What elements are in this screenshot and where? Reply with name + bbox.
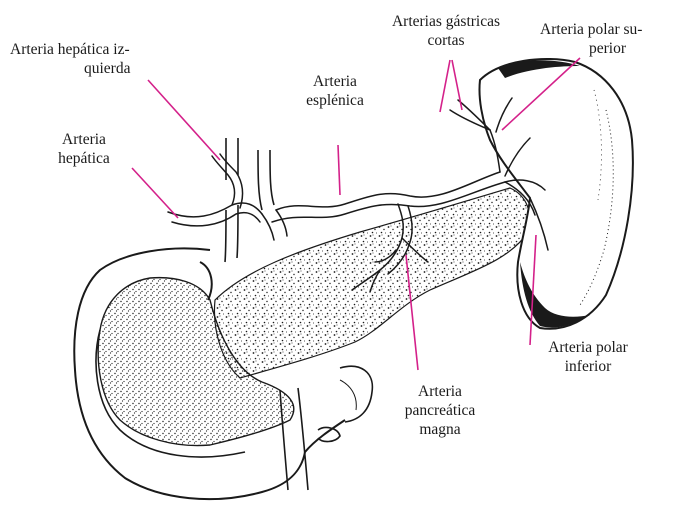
label-line: cortas (372, 31, 520, 50)
label-arteria-hepatica: Arteria hepática (38, 130, 130, 168)
label-arteria-polar-inferior: Arteria polar inferior (528, 338, 648, 376)
pancreas-body (214, 188, 529, 378)
label-line: Arteria (390, 382, 490, 401)
label-arterias-gastricas-cortas: Arterias gástricas cortas (372, 12, 520, 50)
label-arteria-hepatica-izquierda: Arteria hepática iz- quierda (10, 40, 130, 78)
label-line: pancreática (390, 401, 490, 420)
label-line: Arterias gástricas (372, 12, 520, 31)
label-line: Arteria polar (528, 338, 648, 357)
label-arteria-esplenica: Arteria esplénica (280, 72, 390, 110)
vertical-vessels (225, 138, 274, 262)
label-line: Arteria polar su- (540, 20, 642, 39)
label-line: esplénica (280, 91, 390, 110)
label-line: Arteria hepática iz- (10, 40, 130, 59)
label-line: quierda (10, 59, 130, 78)
label-line: inferior (528, 357, 648, 376)
label-line: Arteria (38, 130, 130, 149)
label-arteria-pancreatica-magna: Arteria pancreática magna (390, 382, 490, 439)
label-line: Arteria (280, 72, 390, 91)
mesenteric-vessels (280, 366, 372, 490)
label-line: perior (540, 39, 642, 58)
label-arteria-polar-superior: Arteria polar su- perior (540, 20, 642, 58)
label-line: hepática (38, 149, 130, 168)
label-line: magna (390, 420, 490, 439)
